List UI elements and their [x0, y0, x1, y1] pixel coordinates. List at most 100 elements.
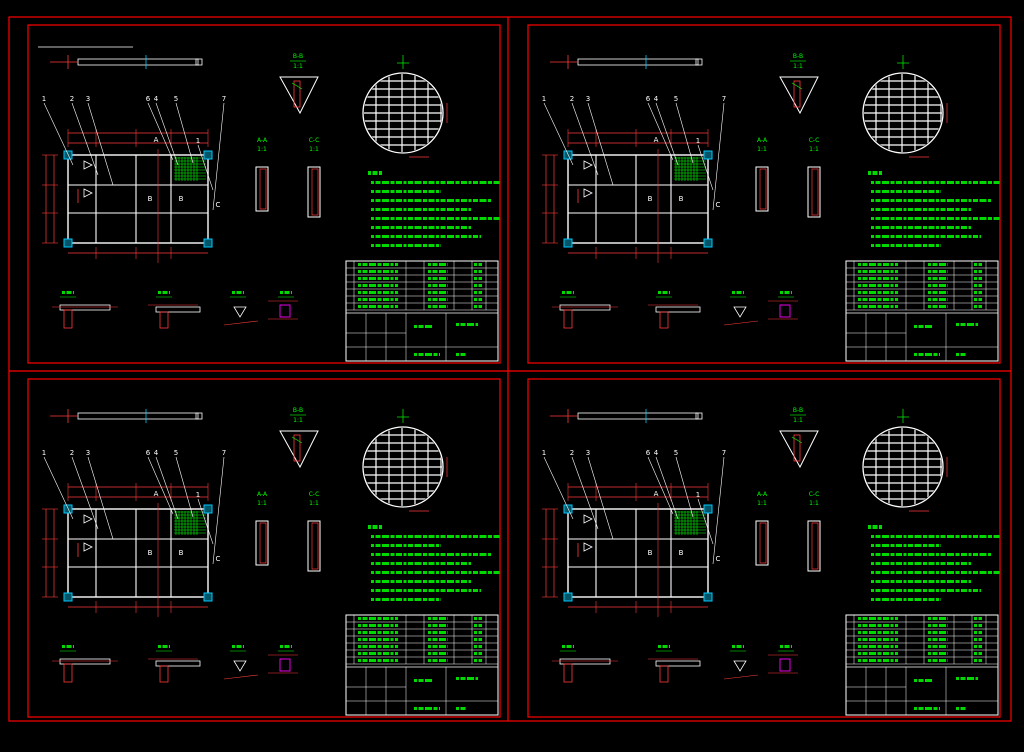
leader-line	[147, 456, 174, 515]
parts-row-text	[858, 638, 898, 641]
leader-line	[675, 102, 694, 164]
note-line	[371, 208, 471, 211]
leader-line	[175, 456, 194, 518]
note-line	[371, 544, 441, 547]
detail-block	[279, 304, 291, 318]
parts-row-text	[474, 284, 482, 287]
parts-row-text	[928, 277, 948, 280]
section-arrow	[83, 542, 93, 552]
section-letter: B	[148, 549, 153, 557]
detail-title	[232, 645, 244, 648]
parts-row-text	[358, 638, 398, 641]
circle-outline	[362, 426, 444, 508]
section-letter: A	[154, 490, 159, 498]
callout-number: 1	[696, 491, 700, 499]
note-line	[871, 226, 971, 229]
callout-number: 3	[86, 95, 90, 103]
note-line	[871, 553, 991, 556]
detail-title	[780, 645, 792, 648]
section-letter: A	[654, 136, 659, 144]
note-line	[871, 544, 941, 547]
general-notes	[868, 525, 1000, 601]
parts-row-text	[428, 638, 448, 641]
section-title: B-B	[293, 53, 303, 60]
section-letter: C	[716, 201, 721, 209]
callout-number: 1	[42, 449, 46, 457]
detail-block	[779, 658, 791, 672]
circle-outline	[362, 72, 444, 154]
parts-row-text	[858, 659, 898, 662]
leader-line	[197, 498, 214, 545]
section-letter: C	[716, 555, 721, 563]
title-block	[845, 614, 999, 716]
parts-row-text	[428, 263, 448, 266]
parts-row-text	[428, 298, 448, 301]
note-line	[371, 199, 491, 202]
detail-title	[562, 291, 574, 294]
corner-anchor	[63, 238, 73, 248]
section-arrow	[583, 188, 593, 198]
detail-beam	[655, 306, 701, 313]
parts-row-text	[928, 624, 948, 627]
note-line	[371, 571, 500, 574]
parts-row-text	[974, 659, 982, 662]
leader-line	[543, 102, 574, 166]
callout-number: 6	[146, 95, 151, 103]
profile-b	[807, 166, 821, 218]
section-letter: C	[216, 555, 221, 563]
parts-row-text	[358, 659, 398, 662]
parts-row-text	[358, 305, 398, 308]
parts-row-text	[858, 291, 898, 294]
leader-line	[712, 102, 725, 211]
corner-anchor	[703, 150, 713, 160]
callout-number: 1	[42, 95, 46, 103]
parts-row-text	[358, 270, 398, 273]
notes-heading	[368, 171, 382, 175]
section-scale: 1:1	[757, 500, 767, 507]
sheet-info	[956, 707, 966, 710]
parts-row-text	[928, 291, 948, 294]
parts-row-text	[928, 284, 948, 287]
detail-title	[62, 645, 74, 648]
note-line	[371, 580, 471, 583]
callout-number: 6	[646, 449, 651, 457]
callout-number: 6	[146, 449, 151, 457]
top-elevation-view	[550, 55, 703, 69]
callout-number: 2	[70, 449, 74, 457]
parts-row-text	[928, 638, 948, 641]
sheet-border	[527, 378, 1001, 718]
parts-row-text	[858, 645, 898, 648]
circular-grating	[862, 409, 948, 512]
note-line	[371, 235, 481, 238]
sheet-info	[956, 353, 966, 356]
callout-number: 4	[154, 95, 159, 103]
parts-row-text	[928, 305, 948, 308]
parts-row-text	[974, 624, 982, 627]
section-scale: 1:1	[793, 63, 803, 70]
parts-row-text	[974, 631, 982, 634]
section-letter: B	[148, 195, 153, 203]
section-title: A-A	[257, 137, 268, 144]
note-line	[371, 535, 500, 538]
leader-line	[697, 144, 714, 191]
drawing-number	[956, 677, 978, 680]
parts-row-text	[858, 305, 898, 308]
callout-number: 1	[196, 137, 200, 145]
parts-row-text	[974, 305, 982, 308]
detail-title	[732, 291, 744, 294]
leader-line	[147, 102, 174, 161]
detail-beam	[155, 306, 201, 313]
corner-anchor	[703, 504, 713, 514]
corner-anchor	[703, 592, 713, 602]
top-elevation-view	[550, 409, 703, 423]
callout-number: 7	[722, 449, 726, 457]
note-line	[871, 571, 1000, 574]
profile-sections: A-A1:1C-C1:1	[255, 491, 321, 572]
note-line	[871, 217, 1000, 220]
detail-title	[658, 291, 670, 294]
section-letter: B	[679, 195, 684, 203]
parts-row-text	[474, 624, 482, 627]
